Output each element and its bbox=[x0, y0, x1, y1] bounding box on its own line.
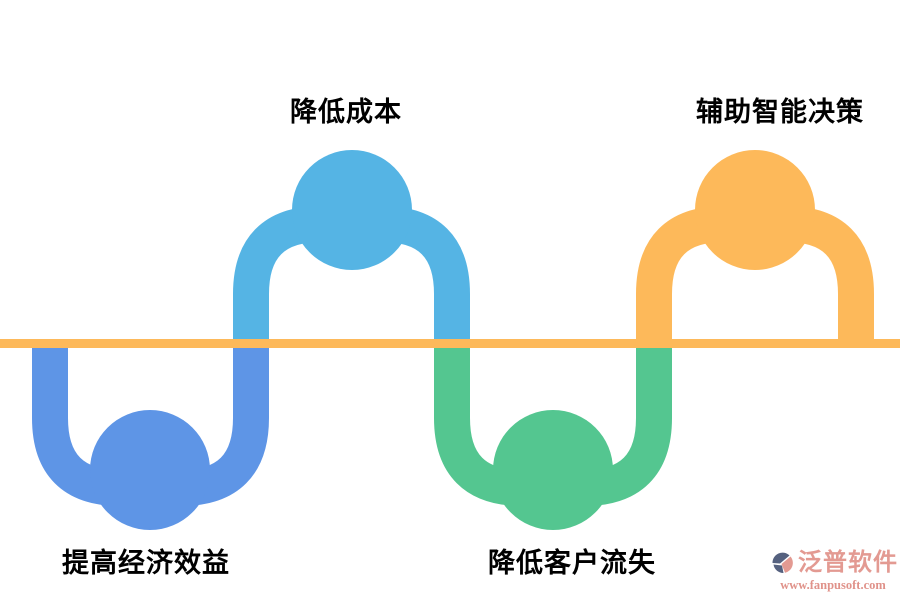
baseline-rule bbox=[0, 339, 900, 348]
node-smart-decision bbox=[695, 150, 815, 270]
brand-name: 泛普软件 bbox=[798, 549, 898, 576]
brand-url: www.fanpusoft.com bbox=[780, 578, 886, 592]
node-reduce-cost bbox=[292, 150, 412, 270]
label-smart-decision: 辅助智能决策 bbox=[696, 97, 864, 127]
node-reduce-churn bbox=[493, 410, 613, 530]
brand-watermark: 泛普软件 www.fanpusoft.com bbox=[771, 549, 898, 592]
label-reduce-cost: 降低成本 bbox=[290, 97, 402, 127]
fanpu-logo-icon bbox=[771, 550, 796, 576]
label-reduce-churn: 降低客户流失 bbox=[488, 548, 656, 578]
node-economic-benefit bbox=[90, 410, 210, 530]
label-economic-benefit: 提高经济效益 bbox=[62, 548, 230, 578]
